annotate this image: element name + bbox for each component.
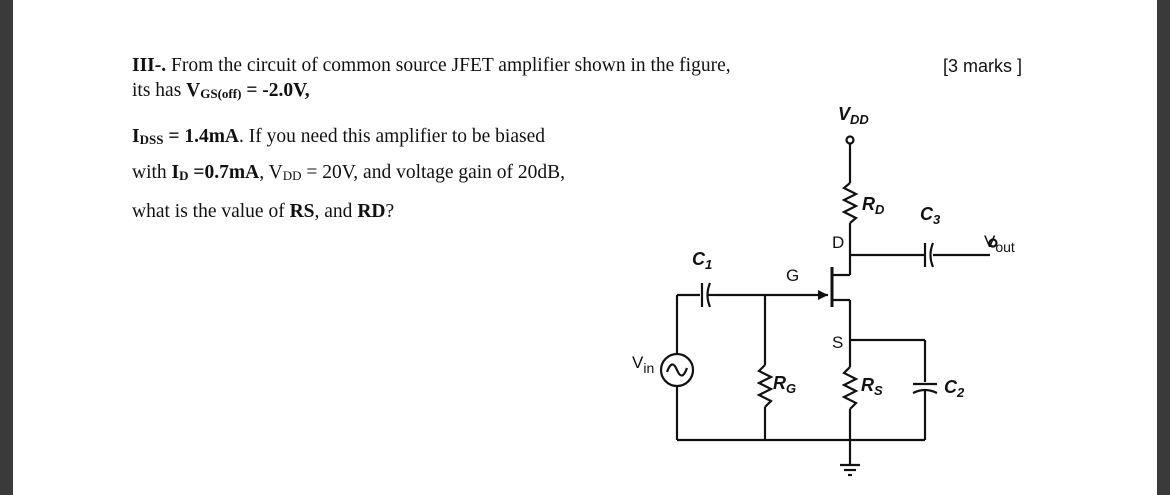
c1-plate-right <box>706 282 712 308</box>
rd-resistor <box>841 182 859 224</box>
rg-resistor <box>756 364 774 408</box>
question-number: III-. <box>132 55 167 76</box>
gate-label: G <box>786 266 799 285</box>
question-line-5: what is the value of RS, and RD? <box>132 201 394 223</box>
vgs-value: = -2.0V, <box>241 80 310 101</box>
idss-symbol: I <box>132 126 140 147</box>
jfet-amplifier-circuit: VDD RD C3 Vout D C1 G S Vin RG RS C2 <box>632 104 1015 477</box>
vgs-symbol: V <box>186 80 201 101</box>
question-line-1: III-. From the circuit of common source … <box>132 55 731 77</box>
rs-term: RS <box>289 201 315 222</box>
line4-prefix: with <box>132 162 172 183</box>
line5-mid: , and <box>314 201 358 222</box>
circuit-wires <box>659 135 998 477</box>
rs-resistor <box>841 366 859 410</box>
vin-label: Vin <box>632 353 654 376</box>
c3-label: C3 <box>920 204 941 227</box>
line2-prefix: its has <box>132 80 187 101</box>
idss-label: IDSS = 1.4mA <box>132 126 239 147</box>
idss-rest: . If you need this amplifier to be biase… <box>239 126 545 147</box>
id-label: ID =0.7mA <box>172 162 260 183</box>
id-value: =0.7mA <box>188 162 260 183</box>
idss-value: = 1.4mA <box>163 126 240 147</box>
line5-end: ? <box>385 201 395 222</box>
question-intro: From the circuit of common source JFET a… <box>171 55 731 76</box>
ac-sine-icon <box>665 363 689 377</box>
c1-label: C1 <box>692 249 712 272</box>
vgs-subscript: GS(off) <box>200 86 242 101</box>
rd-label: RD <box>862 194 885 217</box>
drain-label: D <box>832 233 844 252</box>
left-window-edge <box>0 0 13 495</box>
rg-label: RG <box>773 373 796 396</box>
rd-term: RD <box>357 201 386 222</box>
vdd-subscript: DD <box>282 168 302 183</box>
source-label: S <box>832 333 843 352</box>
gate-arrow-icon <box>818 290 828 300</box>
c2-label: C2 <box>944 377 965 400</box>
vdd-label: VDD <box>838 104 869 127</box>
question-line-2: its has VGS(off) = -2.0V, <box>132 80 310 102</box>
vout-label: Vout <box>984 232 1015 255</box>
c3-plate-right <box>929 242 935 268</box>
idss-subscript: DSS <box>139 132 164 147</box>
question-line-4: with ID =0.7mA, VDD = 20V, and voltage g… <box>132 162 565 184</box>
id-symbol: I <box>171 162 180 183</box>
marks-label: [3 marks ] <box>943 56 1023 76</box>
line4-rest: , V <box>259 162 283 183</box>
line4-end: = 20V, and voltage gain of 20dB, <box>301 162 566 183</box>
vdd-terminal <box>845 135 855 145</box>
line5-prefix: what is the value of <box>132 201 290 222</box>
vgs-label: VGS(off) = -2.0V, <box>186 80 309 101</box>
rs-label: RS <box>861 375 883 398</box>
question-line-3: IDSS = 1.4mA. If you need this amplifier… <box>132 126 545 148</box>
vout-terminal <box>988 238 998 248</box>
right-window-edge <box>1157 0 1170 495</box>
id-subscript: D <box>179 168 189 183</box>
